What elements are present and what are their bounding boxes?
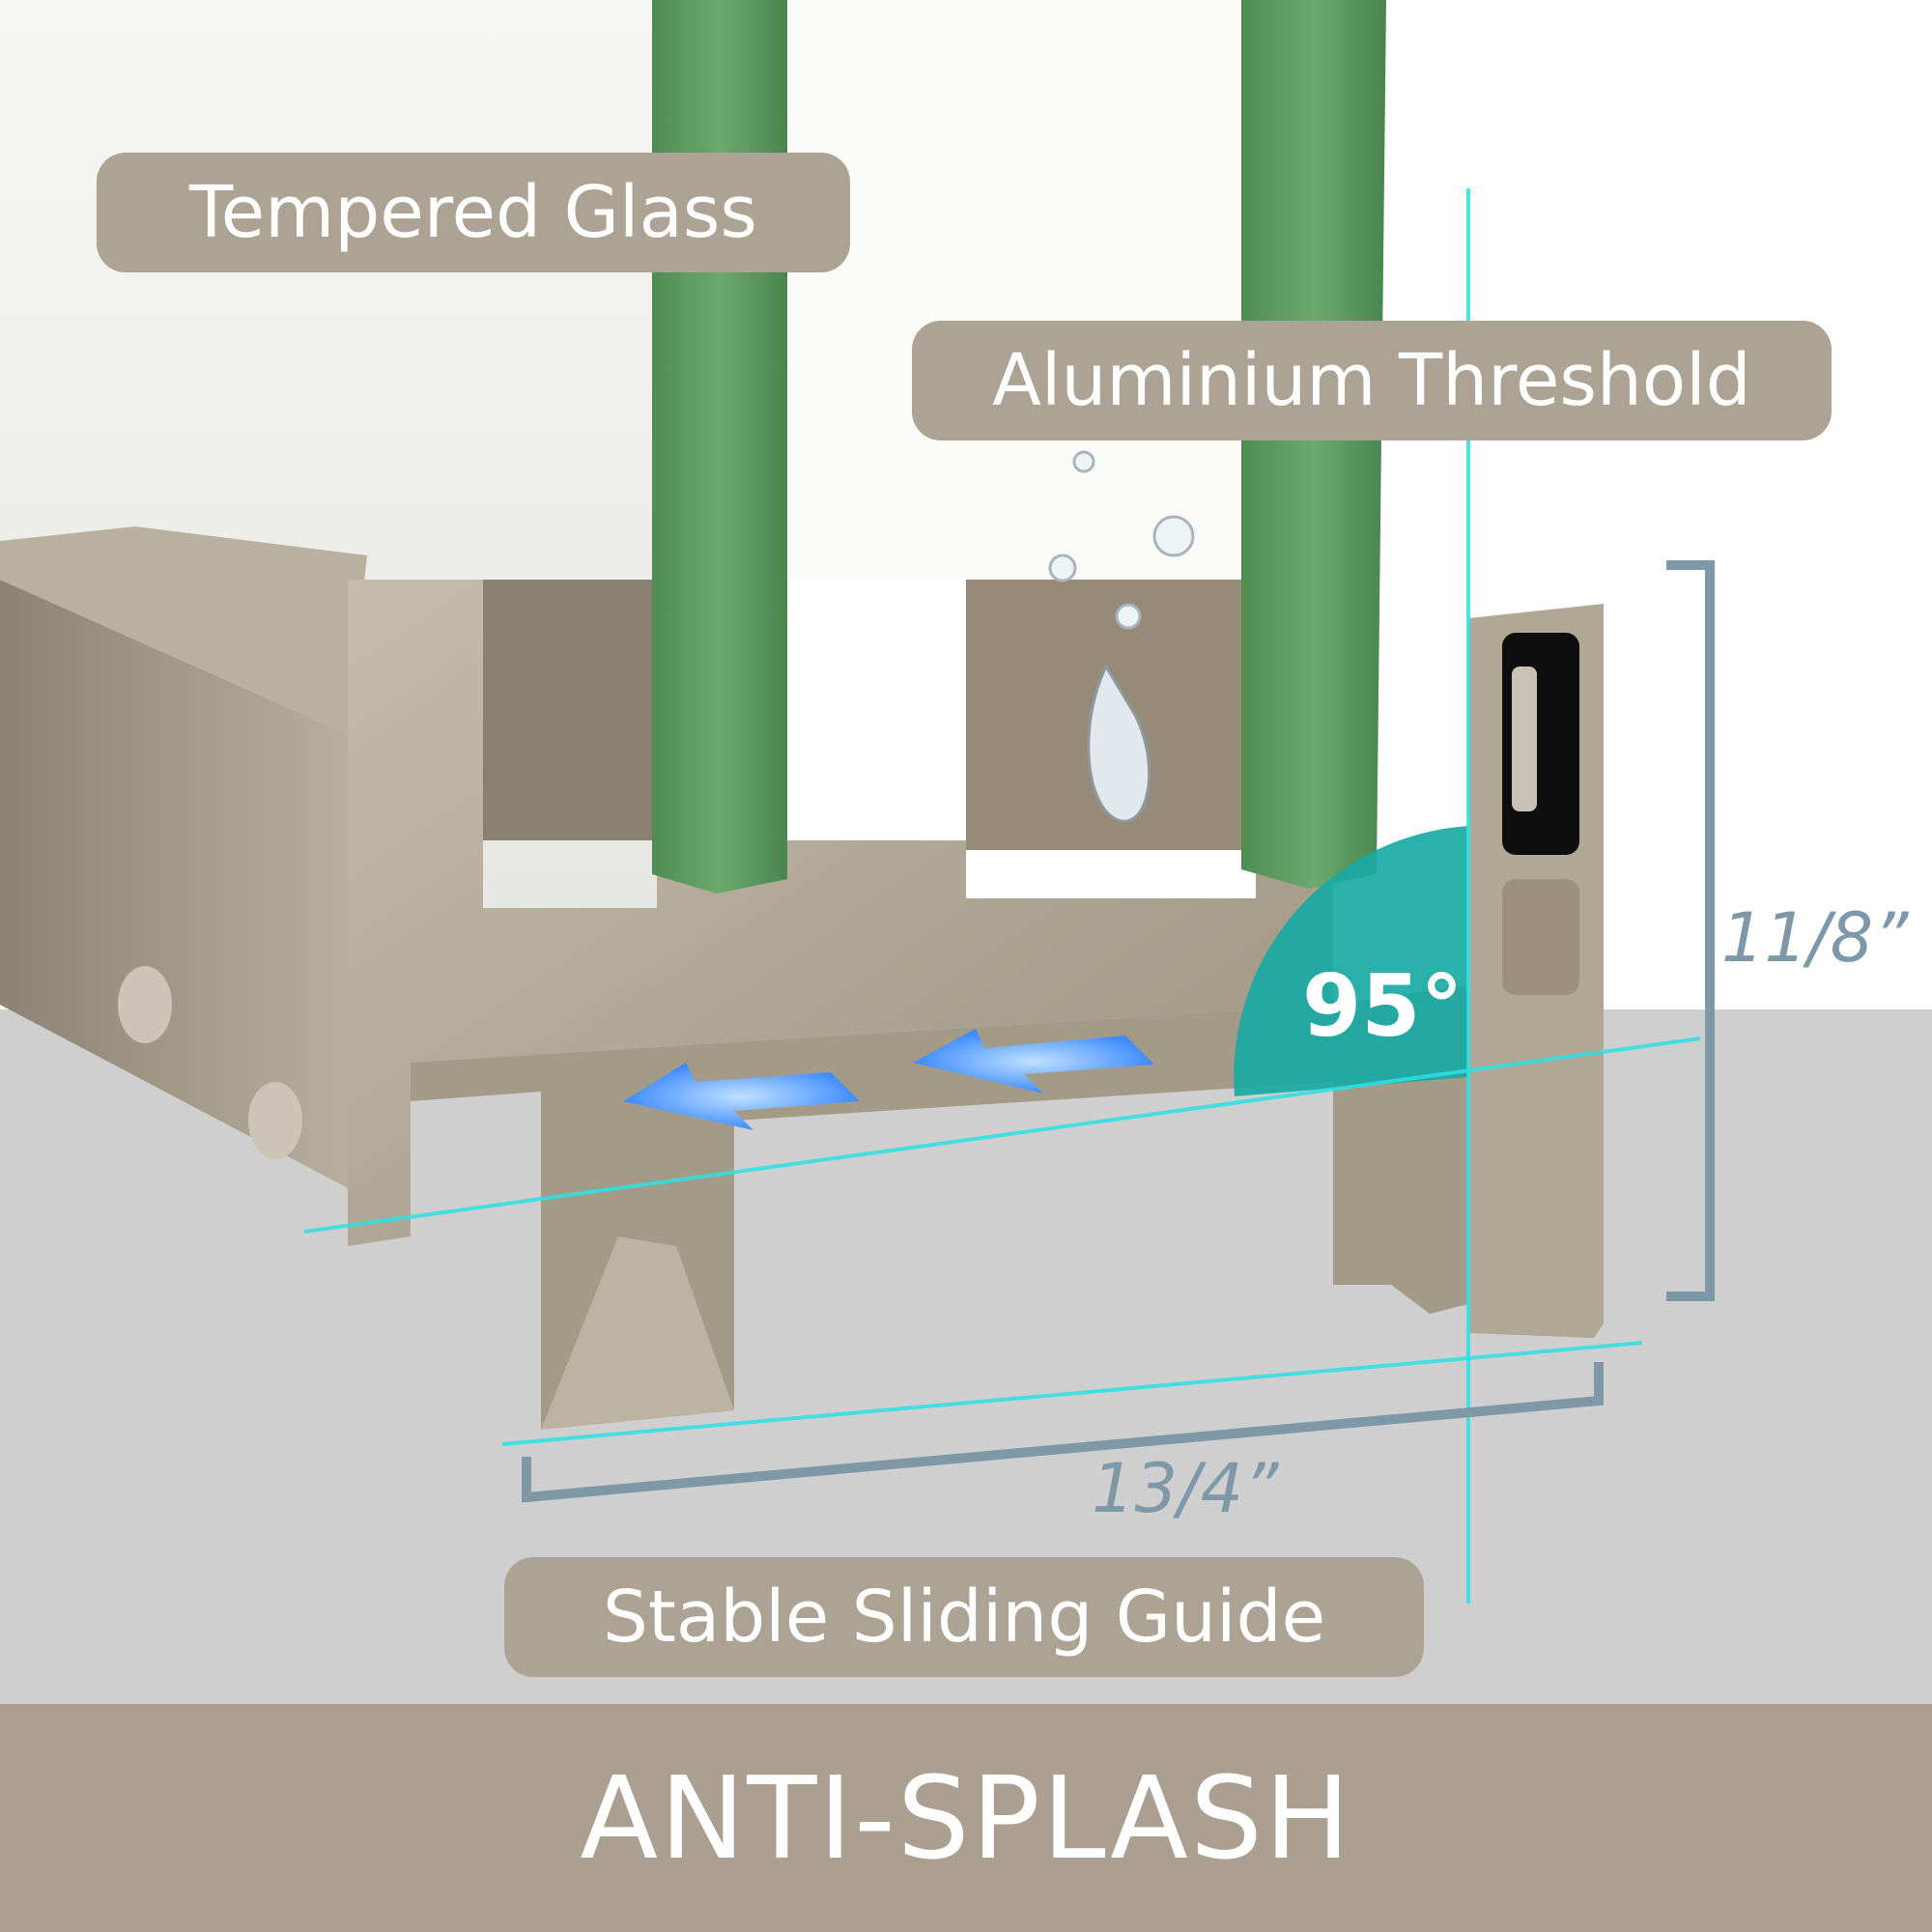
label-aluminium-threshold: Aluminium Threshold [912, 321, 1832, 440]
guide-line-horizontal [303, 1037, 1701, 1234]
seal-gap [1502, 879, 1579, 995]
aluminium-rail-long [0, 580, 348, 1188]
height-dimension-bracket [1666, 560, 1715, 1301]
angle-value: 95° [1302, 956, 1463, 1056]
water-droplet [1152, 515, 1195, 557]
seal-insert [1512, 667, 1537, 811]
profile-foot [541, 1236, 734, 1430]
glass-edge-left [652, 0, 787, 894]
banner-title: ANTI-SPLASH [0, 1704, 1932, 1932]
height-dimension-value: 11/8” [1721, 898, 1909, 978]
water-droplet [1115, 603, 1142, 630]
guide-line-bottom [501, 1341, 1643, 1446]
frosted-glass-panel-right [782, 0, 1236, 580]
water-droplet [1072, 450, 1095, 473]
aluminium-profile-front [348, 580, 1333, 1246]
angle-sector [1234, 826, 1468, 1096]
aluminium-rail-top [0, 526, 367, 734]
label-stable-sliding-guide: Stable Sliding Guide [504, 1557, 1424, 1677]
channel-inner-left [483, 580, 657, 840]
arrow-left-icon [623, 1063, 860, 1130]
label-tempered-glass: Tempered Glass [97, 153, 850, 272]
width-dimension-bracket [522, 1362, 1604, 1503]
bolt [248, 1082, 302, 1159]
bolt [118, 966, 172, 1043]
water-droplet [1087, 663, 1151, 823]
arrow-left-icon [913, 1029, 1154, 1094]
water-droplet [1048, 554, 1077, 582]
glass-edge-right [1241, 0, 1386, 889]
width-dimension-value: 13/4” [1092, 1449, 1279, 1528]
